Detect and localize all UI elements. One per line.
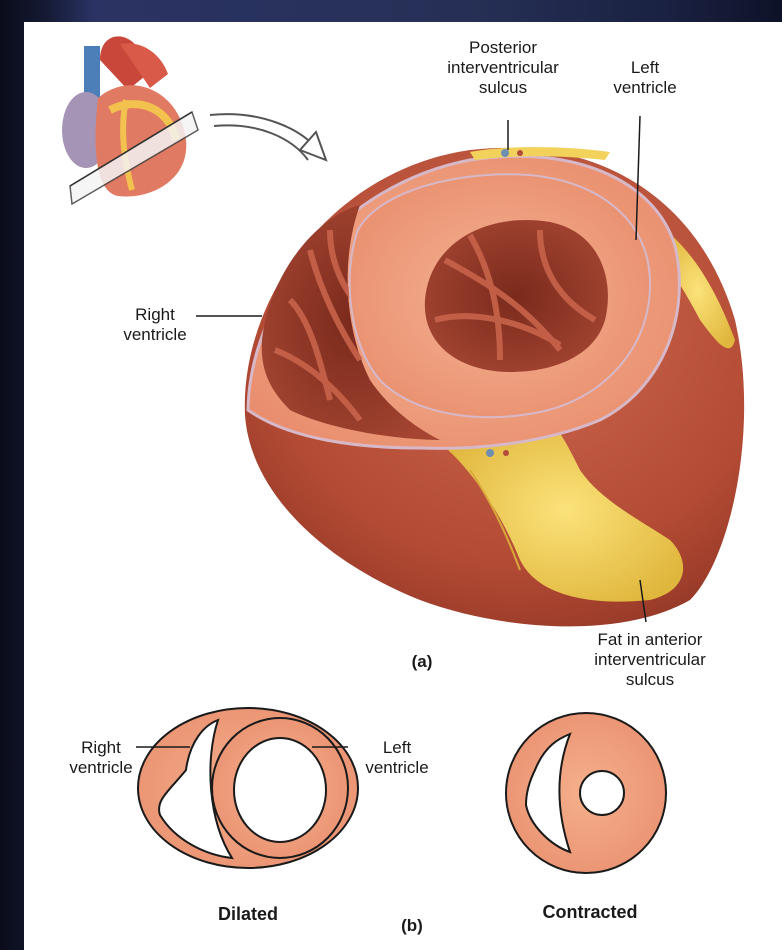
heart-thumbnail (62, 36, 198, 204)
panel-b-label: (b) (392, 916, 432, 936)
dilated-caption: Dilated (198, 904, 298, 924)
panel-a-label: (a) (402, 652, 442, 672)
contracted-caption: Contracted (520, 902, 660, 922)
fat-anterior-label: Fat in anterior interventricular sulcus (550, 630, 750, 690)
heart-cross-section (245, 147, 744, 626)
dilated-heart (138, 708, 358, 868)
contracted-heart (506, 713, 666, 873)
left-ventricle-label-a: Left ventricle (600, 58, 690, 98)
left-ventricle-label-b: Left ventricle (342, 738, 452, 778)
right-ventricle-label-a: Right ventricle (100, 305, 210, 345)
posterior-sulcus-label: Posterior interventricular sulcus (418, 38, 588, 98)
section-arrow (210, 114, 326, 160)
right-ventricle-label-b: Right ventricle (56, 738, 146, 778)
